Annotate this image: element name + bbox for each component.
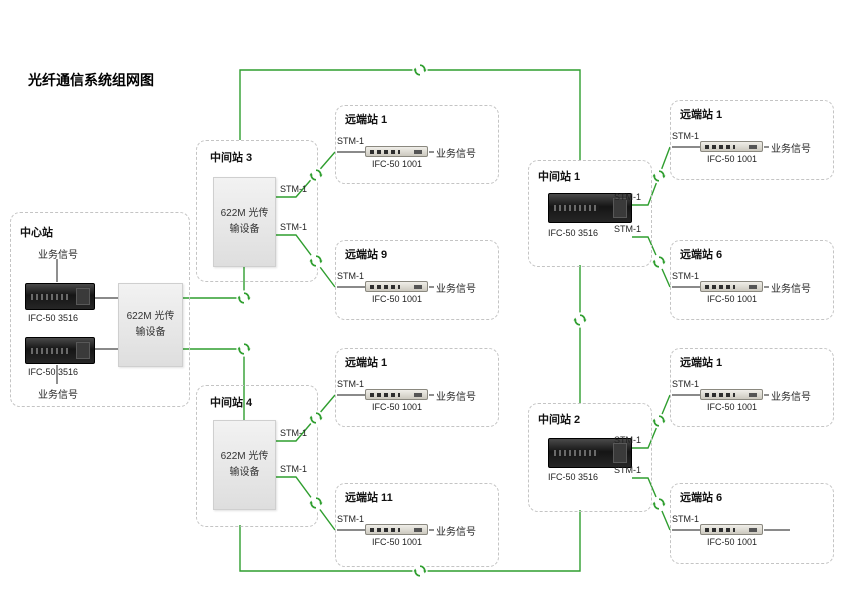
remote2-box bbox=[335, 348, 499, 427]
remote4-signal-label: 业务信号 bbox=[771, 144, 811, 155]
hub3-stm-top-label: STM-1 bbox=[280, 184, 307, 194]
remote2-label: 远端站 1 bbox=[345, 357, 388, 369]
optical-coupler-icon bbox=[235, 289, 253, 307]
remote1-device bbox=[365, 281, 428, 292]
remote7-box bbox=[670, 483, 834, 564]
remote3-label: 远端站 11 bbox=[345, 492, 393, 504]
remote4-stm-label: STM-1 bbox=[672, 131, 699, 141]
remote7-device bbox=[700, 524, 763, 535]
hub1-stm-top-label: STM-1 bbox=[614, 192, 641, 202]
remote0-label: 远端站 1 bbox=[345, 114, 388, 126]
remote0-box bbox=[335, 105, 499, 184]
remote4-box bbox=[670, 100, 834, 180]
center-622m-equipment-label: 622M 光传输设备 bbox=[126, 311, 175, 338]
hub2-label: 中间站 2 bbox=[538, 414, 581, 426]
remote5-box bbox=[670, 240, 834, 320]
remote6-signal-label: 业务信号 bbox=[771, 392, 811, 403]
hub3-stm-bottom-label: STM-1 bbox=[280, 222, 307, 232]
remote7-device-label: IFC-50 1001 bbox=[707, 537, 758, 547]
remote6-label: 远端站 1 bbox=[680, 357, 723, 369]
hub3-label: 中间站 3 bbox=[210, 152, 253, 164]
hub4-622m-equipment-label: 622M 光传输设备 bbox=[220, 451, 269, 478]
remote5-label: 远端站 6 bbox=[680, 249, 723, 261]
optical-coupler-icon bbox=[650, 167, 668, 185]
remote3-device-label: IFC-50 1001 bbox=[372, 537, 423, 547]
remote5-stm-label: STM-1 bbox=[672, 271, 699, 281]
remote2-signal-label: 业务信号 bbox=[436, 392, 476, 403]
optical-coupler-icon bbox=[411, 562, 429, 580]
hub1-label: 中间站 1 bbox=[538, 171, 581, 183]
diagram-title: 光纤通信系统组网图 bbox=[28, 72, 154, 88]
remote3-stm-label: STM-1 bbox=[337, 514, 364, 524]
remote2-device-label: IFC-50 1001 bbox=[372, 402, 423, 412]
remote0-signal-label: 业务信号 bbox=[436, 149, 476, 160]
hub4-622m-equipment-box: 622M 光传输设备 bbox=[213, 420, 276, 510]
remote4-device-label: IFC-50 1001 bbox=[707, 154, 758, 164]
remote2-device bbox=[365, 389, 428, 400]
remote2-stm-label: STM-1 bbox=[337, 379, 364, 389]
center-device-2-label: IFC-50 3516 bbox=[28, 367, 79, 377]
optical-coupler-icon bbox=[411, 61, 429, 79]
remote3-signal-label: 业务信号 bbox=[436, 527, 476, 538]
remote5-device-label: IFC-50 1001 bbox=[707, 294, 758, 304]
remote1-stm-label: STM-1 bbox=[337, 271, 364, 281]
hub3-622m-equipment-label: 622M 光传输设备 bbox=[220, 208, 269, 235]
remote0-device bbox=[365, 146, 428, 157]
remote4-device bbox=[700, 141, 763, 152]
remote1-signal-label: 业务信号 bbox=[436, 284, 476, 295]
hub1-device-label: IFC-50 3516 bbox=[548, 228, 599, 238]
remote1-label: 远端站 9 bbox=[345, 249, 388, 261]
optical-coupler-icon bbox=[650, 253, 668, 271]
remote4-label: 远端站 1 bbox=[680, 109, 723, 121]
hub4-stm-bottom-label: STM-1 bbox=[280, 464, 307, 474]
center-device-1 bbox=[25, 283, 95, 310]
optical-coupler-icon bbox=[307, 494, 325, 512]
optical-coupler-icon bbox=[571, 311, 589, 329]
remote7-label: 远端站 6 bbox=[680, 492, 723, 504]
optical-coupler-icon bbox=[307, 166, 325, 184]
optical-coupler-icon bbox=[307, 409, 325, 427]
hub2-device bbox=[548, 438, 632, 468]
center-device-2 bbox=[25, 337, 95, 364]
hub2-stm-top-label: STM-1 bbox=[614, 435, 641, 445]
remote6-box bbox=[670, 348, 834, 427]
remote3-device bbox=[365, 524, 428, 535]
remote5-signal-label: 业务信号 bbox=[771, 284, 811, 295]
remote1-device-label: IFC-50 1001 bbox=[372, 294, 423, 304]
center-signal-top-label: 业务信号 bbox=[38, 250, 78, 261]
hub4-box bbox=[196, 385, 318, 527]
hub1-stm-bottom-label: STM-1 bbox=[614, 224, 641, 234]
hub3-622m-equipment-box: 622M 光传输设备 bbox=[213, 177, 276, 267]
remote6-device bbox=[700, 389, 763, 400]
optical-coupler-icon bbox=[235, 340, 253, 358]
center-station-box bbox=[10, 212, 190, 407]
center-622m-equipment-box: 622M 光传输设备 bbox=[118, 283, 183, 367]
hub2-device-label: IFC-50 3516 bbox=[548, 472, 599, 482]
hub4-label: 中间站 4 bbox=[210, 397, 253, 409]
hub2-box bbox=[528, 403, 652, 512]
hub1-device bbox=[548, 193, 632, 223]
hub2-stm-bottom-label: STM-1 bbox=[614, 465, 641, 475]
remote1-box bbox=[335, 240, 499, 320]
center-device-1-label: IFC-50 3516 bbox=[28, 313, 79, 323]
optical-coupler-icon bbox=[650, 412, 668, 430]
remote7-stm-label: STM-1 bbox=[672, 514, 699, 524]
remote5-device bbox=[700, 281, 763, 292]
optical-coupler-icon bbox=[307, 252, 325, 270]
remote6-stm-label: STM-1 bbox=[672, 379, 699, 389]
optical-coupler-icon bbox=[650, 495, 668, 513]
hub3-box bbox=[196, 140, 318, 282]
center-station-label: 中心站 bbox=[20, 227, 53, 239]
remote6-device-label: IFC-50 1001 bbox=[707, 402, 758, 412]
remote0-device-label: IFC-50 1001 bbox=[372, 159, 423, 169]
hub1-box bbox=[528, 160, 652, 267]
remote0-stm-label: STM-1 bbox=[337, 136, 364, 146]
hub4-stm-top-label: STM-1 bbox=[280, 428, 307, 438]
center-signal-bottom-label: 业务信号 bbox=[38, 390, 78, 401]
